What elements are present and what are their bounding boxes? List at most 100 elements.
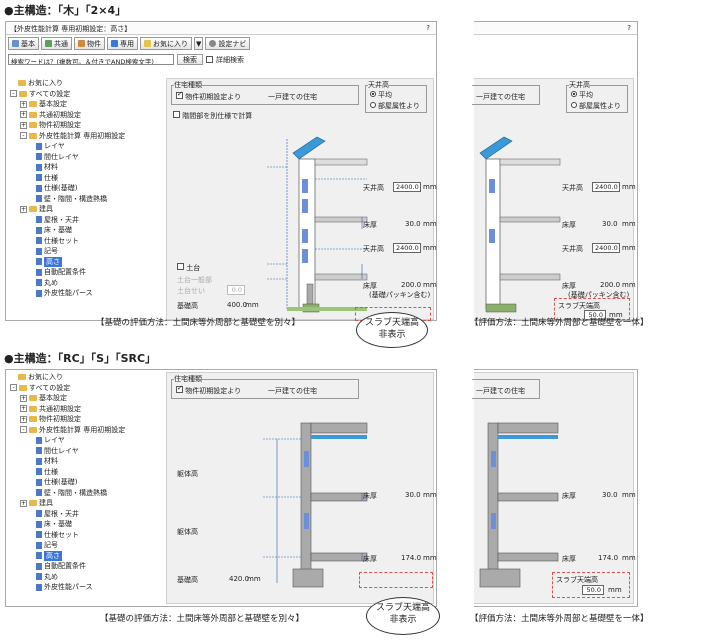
expand-icon[interactable]: + bbox=[20, 100, 27, 108]
collapse-icon[interactable]: - bbox=[10, 90, 17, 97]
tree-item[interactable]: +建具 bbox=[20, 498, 53, 508]
help-icon[interactable]: ? bbox=[426, 24, 430, 32]
roof-shape bbox=[292, 136, 326, 160]
dedicated-icon bbox=[111, 40, 118, 47]
tree-item[interactable]: 外皮性能パース bbox=[36, 582, 93, 592]
kutai-label-2: 躯体高 bbox=[177, 528, 198, 536]
tree-item[interactable]: 屋根・天井 bbox=[36, 215, 79, 225]
folder-icon bbox=[19, 384, 27, 391]
tab-property[interactable]: 物件 bbox=[74, 37, 105, 50]
expand-icon[interactable]: + bbox=[20, 111, 27, 118]
tree-item[interactable]: 仕様セット bbox=[36, 530, 79, 540]
dodai-height-input[interactable]: 0.0 bbox=[227, 285, 245, 295]
stair-checkbox[interactable] bbox=[173, 111, 180, 118]
search-input[interactable]: 検索ワードは？(複数可。＆付きでAND検索文字) bbox=[8, 54, 174, 65]
tree-item-label: 外皮性能パース bbox=[44, 289, 93, 297]
tree-item[interactable]: 床・基礎 bbox=[36, 225, 72, 235]
tree-item[interactable]: 仕様(基礎) bbox=[36, 183, 77, 193]
tree-item[interactable]: 壁・階間・構造熱橋 bbox=[36, 488, 107, 498]
tree-item[interactable]: 記号 bbox=[36, 540, 58, 550]
tree-item[interactable]: お気に入り bbox=[18, 372, 63, 382]
tree-item[interactable]: 高さ bbox=[36, 550, 62, 561]
tree-item[interactable]: 間仕レイヤ bbox=[36, 152, 79, 162]
tab-dedicated[interactable]: 専用 bbox=[107, 37, 138, 50]
tree-item[interactable]: -すべての設定 bbox=[10, 383, 70, 393]
dodai-checkbox[interactable] bbox=[177, 263, 184, 270]
tree-item[interactable]: -外皮性能計算 専用初期設定 bbox=[20, 425, 125, 435]
tab-favorites[interactable]: お気に入り bbox=[140, 37, 192, 50]
tree-item[interactable]: 高さ bbox=[36, 256, 62, 267]
settings-navi-button[interactable]: 設定ナビ bbox=[205, 37, 251, 50]
folder-icon bbox=[29, 426, 37, 433]
tree-item-label: 共通初期設定 bbox=[39, 404, 81, 413]
kutai-label-1: 躯体高 bbox=[177, 470, 198, 478]
house-type-title: 住宅種類 bbox=[174, 80, 202, 90]
expand-icon[interactable]: + bbox=[20, 205, 27, 213]
tree-item[interactable]: -外皮性能計算 専用初期設定 bbox=[20, 131, 125, 141]
tree-item[interactable]: + 建具 bbox=[20, 204, 53, 214]
folder-icon bbox=[29, 122, 37, 128]
tree-item[interactable]: 仕様(基礎) bbox=[36, 477, 77, 487]
help-icon-alt[interactable]: ? bbox=[627, 24, 631, 32]
tree-item[interactable]: レイヤ bbox=[36, 435, 65, 445]
ceiling-height-input-1[interactable]: 2400.0 bbox=[393, 182, 421, 192]
tree-item[interactable]: +共通初期設定 bbox=[20, 110, 81, 120]
tree-item[interactable]: +物件初期設定 bbox=[20, 414, 81, 424]
tree-item[interactable]: + 基本設定 bbox=[20, 99, 67, 109]
favorites-dropdown[interactable]: ▼ bbox=[194, 37, 204, 50]
tree-item[interactable]: お気に入り bbox=[18, 78, 63, 88]
collapse-icon[interactable]: - bbox=[20, 426, 27, 433]
tree-item[interactable]: -すべての設定 bbox=[10, 89, 70, 99]
tree-item[interactable]: +物件初期設定 bbox=[20, 120, 81, 130]
ceiling-height-input-2[interactable]: 2400.0 bbox=[393, 243, 421, 253]
tree-item[interactable]: 床・基礎 bbox=[36, 519, 72, 529]
expand-icon[interactable]: + bbox=[20, 121, 27, 129]
expand-icon[interactable]: + bbox=[20, 405, 27, 412]
tree-item-label: 基本設定 bbox=[39, 100, 67, 108]
tree-item-label: 仕様(基礎) bbox=[44, 478, 78, 486]
tree-item-label: 材料 bbox=[44, 163, 58, 171]
tab-basic[interactable]: 基本 bbox=[8, 37, 39, 50]
tree-item[interactable]: 壁・階間・構造熱橋 bbox=[36, 194, 107, 204]
tree-item[interactable]: 自動配置条件 bbox=[36, 561, 86, 571]
tree-item[interactable]: 記号 bbox=[36, 246, 58, 256]
floor-label-2: 床厚 bbox=[363, 282, 377, 290]
folder-icon bbox=[19, 90, 27, 97]
search-button[interactable]: 検索 bbox=[177, 54, 203, 65]
expand-icon[interactable]: + bbox=[20, 499, 27, 507]
tree-item[interactable]: 屋根・天井 bbox=[36, 509, 79, 519]
expand-icon[interactable]: + bbox=[20, 415, 27, 423]
tree-item[interactable]: 材料 bbox=[36, 456, 58, 466]
tree-item-label: 建具 bbox=[39, 205, 53, 213]
collapse-icon[interactable]: - bbox=[10, 384, 17, 391]
detail-search-checkbox[interactable] bbox=[206, 56, 213, 63]
folder-icon bbox=[29, 395, 37, 401]
tree-item[interactable]: 丸め bbox=[36, 572, 58, 582]
tree-item[interactable]: 外皮性能パース bbox=[36, 288, 93, 298]
height-diagram-2: 住宅種類 物件初期設定より 一戸建ての住宅 躯体高 躯体高 基礎高 420.0 … bbox=[166, 372, 437, 604]
tree-item[interactable]: 仕様 bbox=[36, 467, 58, 477]
slab-input-2-alt[interactable]: 50.0 bbox=[582, 585, 604, 595]
tree-item[interactable]: 自動配置条件 bbox=[36, 267, 86, 277]
tab-common[interactable]: 共通 bbox=[41, 37, 72, 50]
expand-icon[interactable]: + bbox=[20, 394, 27, 402]
tree-item[interactable]: 仕様セット bbox=[36, 236, 79, 246]
ceiling-room-radio[interactable] bbox=[370, 102, 376, 108]
house-type-checkbox[interactable] bbox=[176, 90, 183, 99]
ceiling-height-input-alt-2[interactable]: 2400.0 bbox=[592, 243, 620, 253]
tree-item[interactable]: 丸め bbox=[36, 278, 58, 288]
tree-item[interactable]: 間仕レイヤ bbox=[36, 446, 79, 456]
ceiling-height-input-alt-1[interactable]: 2400.0 bbox=[592, 182, 620, 192]
ceiling-average-radio-alt[interactable] bbox=[571, 91, 577, 97]
collapse-icon[interactable]: - bbox=[20, 132, 27, 139]
setting-page-icon bbox=[36, 226, 42, 234]
tree-item[interactable]: レイヤ bbox=[36, 141, 65, 151]
dodai-sub2-label: 土台せい bbox=[177, 287, 205, 295]
ceiling-room-radio-alt[interactable] bbox=[571, 102, 577, 108]
tree-item[interactable]: 仕様 bbox=[36, 173, 58, 183]
ceiling-average-radio[interactable] bbox=[370, 91, 376, 97]
tree-item[interactable]: 材料 bbox=[36, 162, 58, 172]
house-type-checkbox-2[interactable] bbox=[176, 384, 183, 393]
tree-item[interactable]: + 共通初期設定 bbox=[20, 404, 81, 414]
tree-item[interactable]: +基本設定 bbox=[20, 393, 67, 403]
